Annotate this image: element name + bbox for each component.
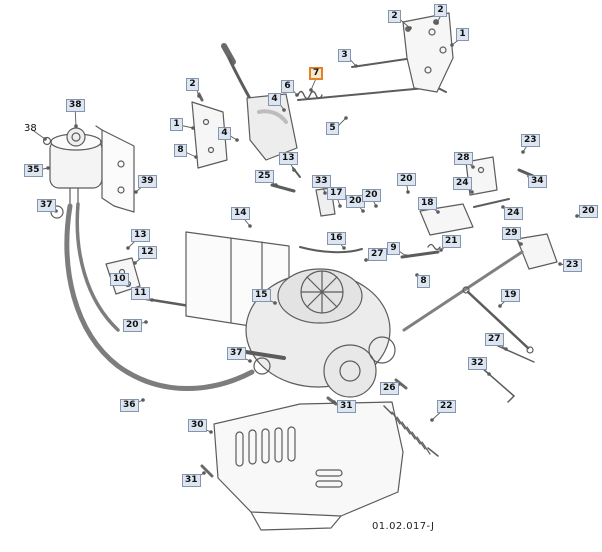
figure-code: 01.02.017-J <box>372 521 435 532</box>
part-label-17[interactable]: 17 <box>327 187 346 200</box>
part-label-9[interactable]: 9 <box>387 242 400 255</box>
reservoir-tank <box>42 127 103 207</box>
part-label-25[interactable]: 25 <box>255 170 274 183</box>
part-label-20[interactable]: 20 <box>579 205 598 218</box>
part-label-39[interactable]: 39 <box>138 175 157 188</box>
part-label-10[interactable]: 10 <box>110 273 129 286</box>
part-label-15[interactable]: 15 <box>252 289 271 302</box>
part-label-30[interactable]: 30 <box>188 419 207 432</box>
control-lever-assembly <box>191 43 298 169</box>
part-label-7[interactable]: 7 <box>309 67 324 80</box>
part-label-14[interactable]: 14 <box>231 207 250 220</box>
part-label-2[interactable]: 2 <box>388 10 401 23</box>
part-label-21[interactable]: 21 <box>442 235 461 248</box>
part-label-13[interactable]: 13 <box>279 152 298 165</box>
part-label-32[interactable]: 32 <box>468 357 487 370</box>
part-label-2[interactable]: 2 <box>186 78 199 91</box>
transaxle <box>244 268 396 398</box>
part-label-20[interactable]: 20 <box>397 173 416 186</box>
part-label-24[interactable]: 24 <box>504 207 523 220</box>
part-label-36[interactable]: 36 <box>120 399 139 412</box>
part-label-27[interactable]: 27 <box>368 248 387 261</box>
part-label-6[interactable]: 6 <box>281 80 294 93</box>
part-label-38[interactable]: 38 <box>24 123 37 134</box>
part-label-8[interactable]: 8 <box>417 275 430 288</box>
part-label-34[interactable]: 34 <box>528 175 547 188</box>
part-label-2[interactable]: 2 <box>434 4 447 17</box>
skid-plate <box>213 401 404 531</box>
part-label-5[interactable]: 5 <box>326 122 339 135</box>
part-label-11[interactable]: 11 <box>131 287 150 300</box>
part-label-19[interactable]: 19 <box>501 289 520 302</box>
part-label-38[interactable]: 38 <box>66 99 85 112</box>
part-label-16[interactable]: 16 <box>327 232 346 245</box>
part-label-23[interactable]: 23 <box>563 259 582 272</box>
part-label-31[interactable]: 31 <box>337 400 356 413</box>
part-label-28[interactable]: 28 <box>454 152 473 165</box>
fasteners <box>197 92 408 478</box>
part-label-31[interactable]: 31 <box>182 474 201 487</box>
part-label-18[interactable]: 18 <box>418 197 437 210</box>
part-label-20[interactable]: 20 <box>123 319 142 332</box>
tank-bracket <box>95 125 135 213</box>
part-label-3[interactable]: 3 <box>338 49 351 62</box>
part-label-23[interactable]: 23 <box>521 134 540 147</box>
part-label-4[interactable]: 4 <box>218 127 231 140</box>
part-label-4[interactable]: 4 <box>268 93 281 106</box>
part-label-1[interactable]: 1 <box>456 28 469 41</box>
part-label-26[interactable]: 26 <box>380 382 399 395</box>
hydraulic-hose <box>50 202 255 391</box>
part-label-22[interactable]: 22 <box>437 400 456 413</box>
part-label-13[interactable]: 13 <box>131 229 150 242</box>
part-label-27[interactable]: 27 <box>485 333 504 346</box>
part-label-1[interactable]: 1 <box>170 118 183 131</box>
part-label-12[interactable]: 12 <box>138 246 157 259</box>
part-label-24[interactable]: 24 <box>453 177 472 190</box>
mount-bracket-right <box>402 12 454 93</box>
part-label-20[interactable]: 20 <box>362 189 381 202</box>
part-label-35[interactable]: 35 <box>24 164 43 177</box>
part-label-29[interactable]: 29 <box>502 227 521 240</box>
part-label-33[interactable]: 33 <box>312 175 331 188</box>
part-label-8[interactable]: 8 <box>174 144 187 157</box>
part-label-37[interactable]: 37 <box>37 199 56 212</box>
tension-spring <box>383 405 439 457</box>
part-label-37[interactable]: 37 <box>227 347 246 360</box>
